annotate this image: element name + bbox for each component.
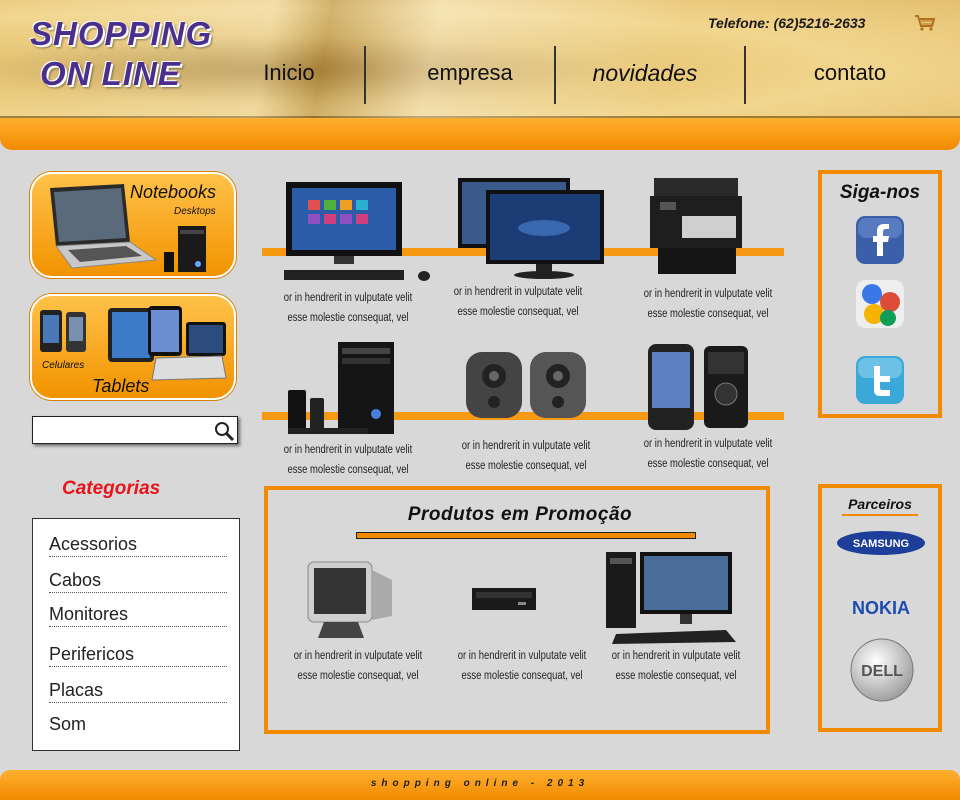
product-card[interactable]: or in hendrerit in vulputate velit esse …: [258, 172, 438, 332]
product-caption-line1: or in hendrerit in vulputate velit: [283, 292, 413, 304]
promo-product-card[interactable]: or in hendrerit in vulputate velit esse …: [586, 546, 766, 684]
notebooks-promo-banner[interactable]: Notebooks Desktops: [30, 172, 236, 278]
product-caption-line1: or in hendrerit in vulputate velit: [453, 286, 583, 298]
nav-divider: [744, 46, 746, 104]
promotions-title: Produtos em Promoção: [407, 504, 633, 525]
tablets-title: Tablets: [92, 376, 150, 396]
shopping-cart-icon[interactable]: [914, 14, 936, 32]
promo-caption-line2: esse molestie consequat, vel: [461, 670, 583, 682]
dvd-drive-image: [472, 588, 536, 610]
product-caption-line2: esse molestie consequat, vel: [287, 312, 409, 324]
google-icon[interactable]: [856, 280, 904, 328]
promo-product-card[interactable]: or in hendrerit in vulputate velit esse …: [268, 554, 448, 684]
nav-novidades[interactable]: novidades: [592, 60, 698, 86]
logo-line2: ON LINE: [40, 55, 181, 92]
monitors-image: [458, 178, 604, 279]
promo-caption-line2: esse molestie consequat, vel: [615, 670, 737, 682]
nav-divider: [364, 46, 366, 104]
speakers-image: [466, 352, 586, 418]
nav-contato[interactable]: contato: [813, 60, 887, 85]
search-box: [32, 416, 238, 444]
twitter-icon[interactable]: [856, 356, 904, 404]
category-placas[interactable]: Placas: [49, 677, 227, 703]
product-caption-line1: or in hendrerit in vulputate velit: [643, 438, 773, 450]
desktops-subtitle: Desktops: [174, 206, 216, 217]
header-accent-bar: [0, 118, 960, 150]
promo-caption-line1: or in hendrerit in vulputate velit: [293, 650, 423, 662]
celulares-subtitle: Celulares: [42, 360, 85, 371]
laptop-image: [50, 184, 158, 269]
partners-title: Parceiros: [848, 496, 912, 512]
promo-product-card[interactable]: or in hendrerit in vulputate velit esse …: [432, 554, 612, 684]
desktop-tower-image: [164, 226, 206, 272]
desktop-tower-image: [288, 342, 394, 434]
product-caption-line2: esse molestie consequat, vel: [465, 460, 587, 472]
desktop-set-image: [606, 552, 736, 644]
category-acessorios[interactable]: Acessorios: [49, 531, 227, 557]
facebook-icon[interactable]: [856, 216, 904, 264]
logo-line1: SHOPPING: [30, 15, 213, 52]
nav-divider: [554, 46, 556, 104]
promotions-panel: Produtos em Promoção or in hendrerit in …: [264, 486, 770, 734]
nokia-label: NOKIA: [852, 598, 910, 618]
product-caption-line2: esse molestie consequat, vel: [287, 464, 409, 476]
product-card[interactable]: or in hendrerit in vulputate velit esse …: [428, 172, 608, 332]
search-icon[interactable]: [213, 420, 235, 442]
product-card[interactable]: or in hendrerit in vulputate velit esse …: [618, 338, 798, 488]
cellphones-image: [648, 344, 748, 430]
samsung-label: SAMSUNG: [853, 538, 909, 550]
promo-caption-line2: esse molestie consequat, vel: [297, 670, 419, 682]
footer-text: shopping online - 2013: [370, 778, 590, 789]
product-caption-line1: or in hendrerit in vulputate velit: [283, 444, 413, 456]
category-monitores[interactable]: Monitores: [49, 601, 227, 627]
nav-empresa[interactable]: empresa: [427, 60, 513, 85]
product-caption-line1: or in hendrerit in vulputate velit: [643, 288, 773, 300]
product-shelf-rail: [262, 412, 784, 420]
tablets-promo-banner[interactable]: Celulares Tablets: [30, 294, 236, 400]
categories-list: Acessorios Cabos Monitores Perifericos P…: [32, 518, 240, 751]
site-logo[interactable]: SHOPPING ON LINE: [30, 14, 230, 94]
site-footer: shopping online - 2013: [0, 770, 960, 800]
product-card[interactable]: or in hendrerit in vulputate velit esse …: [258, 338, 438, 488]
crt-monitor-image: [307, 561, 392, 638]
all-in-one-pc-image: [284, 182, 430, 281]
dell-logo[interactable]: DELL: [850, 634, 914, 706]
dell-label: DELL: [861, 663, 903, 680]
printer-image: [650, 178, 742, 274]
nokia-logo[interactable]: NOKIA: [836, 592, 926, 622]
notebooks-title: Notebooks: [130, 182, 217, 202]
promo-caption-line1: or in hendrerit in vulputate velit: [611, 650, 741, 662]
social-title: Siga-nos: [839, 182, 921, 203]
product-caption-line2: esse molestie consequat, vel: [647, 308, 769, 320]
social-panel: Siga-nos: [818, 170, 942, 418]
promo-caption-line1: or in hendrerit in vulputate velit: [457, 650, 587, 662]
search-input[interactable]: [35, 419, 205, 441]
samsung-logo[interactable]: SAMSUNG: [836, 528, 926, 558]
category-perifericos[interactable]: Perifericos: [49, 641, 227, 667]
site-header: SHOPPING ON LINE Telefone: (62)5216-2633…: [0, 0, 960, 118]
product-caption-line1: or in hendrerit in vulputate velit: [461, 440, 591, 452]
category-som[interactable]: Som: [49, 714, 87, 734]
promotions-underline: [356, 532, 696, 539]
partners-panel: Parceiros SAMSUNG NOKIA DELL: [818, 484, 942, 732]
main-nav: Inicio empresa novidades contato: [230, 44, 950, 106]
phones-tablets-image: [40, 306, 227, 381]
nav-inicio[interactable]: Inicio: [263, 60, 315, 85]
product-card[interactable]: or in hendrerit in vulputate velit esse …: [618, 172, 798, 332]
product-caption-line2: esse molestie consequat, vel: [457, 306, 579, 318]
product-caption-line2: esse molestie consequat, vel: [647, 458, 769, 470]
phone-number: Telefone: (62)5216-2633: [708, 15, 866, 31]
partners-underline: [842, 514, 918, 516]
category-cabos[interactable]: Cabos: [49, 567, 227, 593]
product-card[interactable]: or in hendrerit in vulputate velit esse …: [436, 342, 616, 488]
categories-title: Categorias: [62, 478, 161, 499]
